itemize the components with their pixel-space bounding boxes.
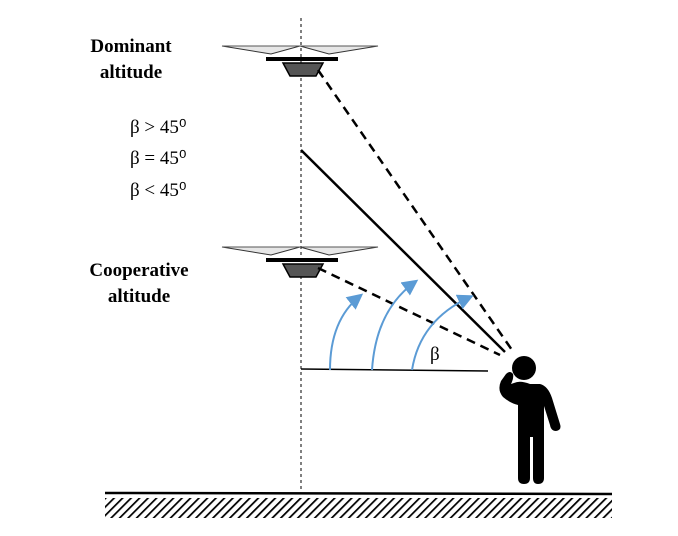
label-dominant-1: Dominant — [90, 36, 172, 57]
label-beta-lt: β < 45⁰ — [130, 180, 187, 201]
label-beta-gt: β > 45⁰ — [130, 117, 187, 138]
drone-dominant — [221, 45, 379, 77]
horizontal-line — [300, 368, 489, 372]
label-beta-eq: β = 45⁰ — [130, 148, 187, 169]
line-45-solid — [300, 149, 506, 353]
label-cooperative-1: Cooperative — [89, 260, 188, 281]
line-cooperative-dashed — [317, 266, 501, 357]
line-dominant-dashed — [316, 69, 514, 351]
drone-cooperative — [221, 246, 379, 278]
label-beta-angle: β — [430, 344, 440, 365]
arrow-arc-1 — [329, 293, 364, 371]
ground-line — [104, 491, 613, 496]
arrow-arc-2 — [371, 279, 419, 371]
arrow-arc-3 — [411, 294, 474, 371]
ground-hatch — [105, 498, 612, 518]
person-figure — [499, 356, 561, 484]
label-cooperative-2: altitude — [108, 286, 170, 307]
label-dominant-2: altitude — [100, 62, 162, 83]
